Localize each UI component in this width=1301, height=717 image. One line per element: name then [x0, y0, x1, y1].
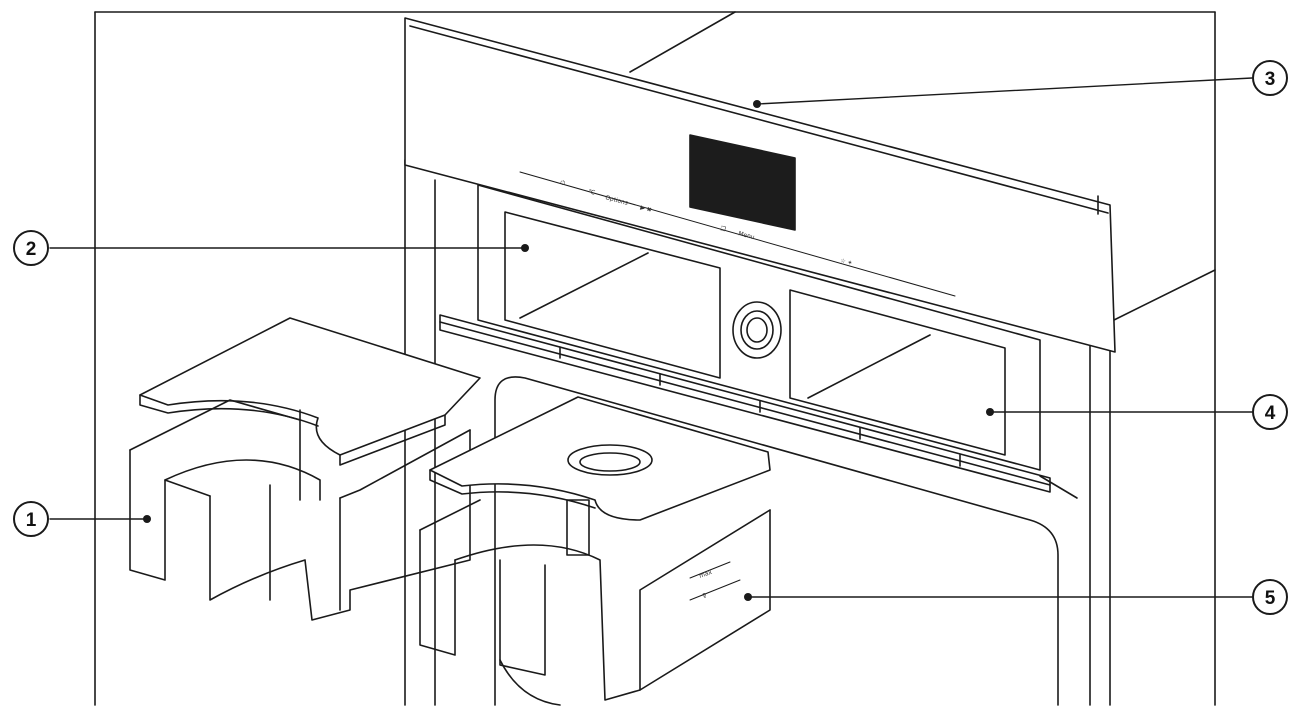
callout-3: 3	[1252, 60, 1288, 96]
callout-2-label: 2	[26, 239, 37, 260]
callout-5-label: 5	[1265, 588, 1276, 609]
callout-1-label: 1	[26, 510, 37, 531]
panel-label-1: ℃	[587, 188, 596, 197]
water-tank-right-lid	[429, 396, 771, 521]
tank-fill-icon: ♀	[701, 592, 708, 600]
illustration-frame	[94, 11, 1216, 706]
panel-label-5: Menu	[737, 230, 755, 241]
callout-5: 5	[1252, 579, 1288, 615]
right-tank-bay	[789, 289, 1006, 456]
panel-label-3: ▶ ✖	[639, 204, 652, 214]
left-tank-bay	[504, 211, 721, 379]
callout-1: 1	[13, 501, 49, 537]
tank-max-label: max	[698, 569, 713, 580]
callout-4-label: 4	[1265, 403, 1276, 424]
water-tank-left	[129, 317, 481, 621]
callout-4: 4	[1252, 394, 1288, 430]
front-rail	[439, 314, 1078, 499]
power-icon: ⏻	[559, 179, 566, 187]
callout-2: 2	[13, 230, 49, 266]
callout-3-label: 3	[1265, 69, 1276, 90]
panel-label-4: ❒	[719, 225, 726, 233]
panel-label-6: ☆ ✶	[839, 257, 853, 267]
water-tank-right	[419, 396, 771, 706]
oven-door	[494, 376, 1059, 706]
leader-lines	[49, 77, 1253, 598]
tank-release-knob	[732, 301, 782, 359]
tank-compartment	[477, 184, 1041, 471]
cabinet-housing	[404, 11, 1216, 706]
water-tank-left-lid	[139, 317, 481, 456]
tank-fill-marking: max ♀	[698, 569, 713, 600]
touch-strip-line	[519, 171, 956, 297]
control-panel-display	[689, 134, 796, 231]
leader-dots	[143, 100, 994, 601]
